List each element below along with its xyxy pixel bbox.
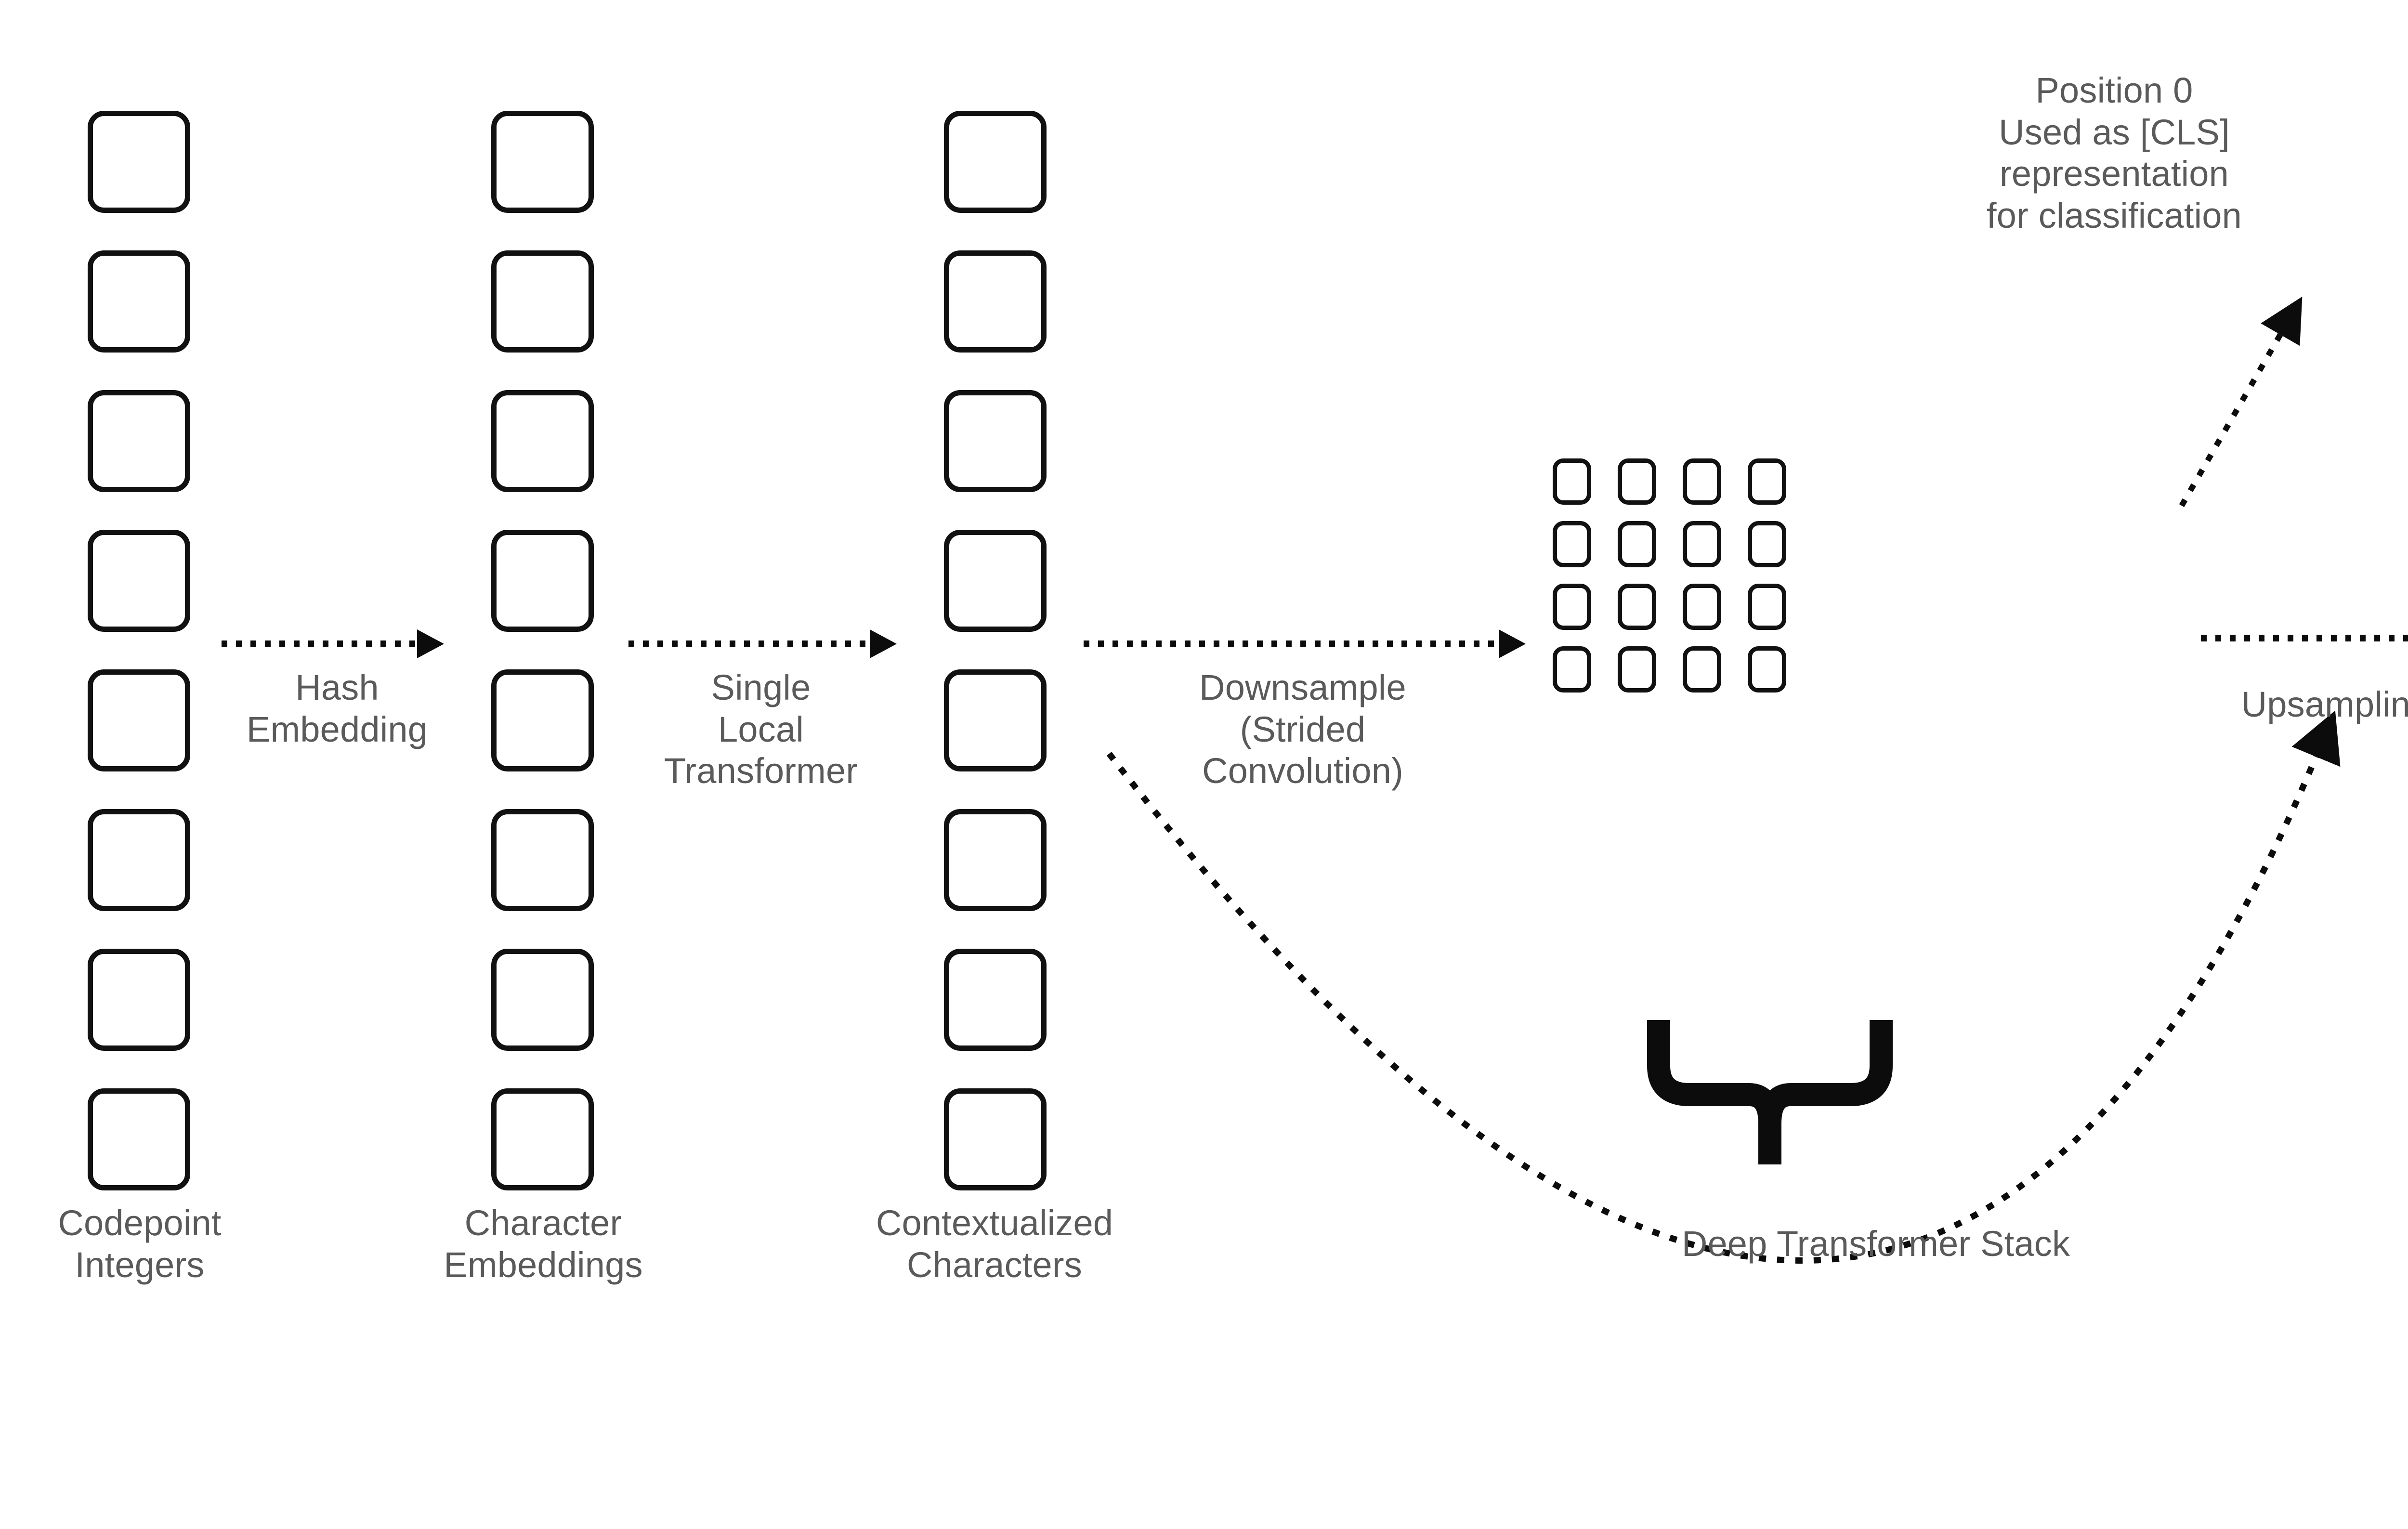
token-box-codepoint-integers: [88, 949, 190, 1051]
token-box-character-embeddings: [491, 111, 594, 213]
token-box-codepoint-integers: [88, 809, 190, 911]
token-box-character-embeddings: [491, 1088, 594, 1190]
transformer-cell: [1553, 646, 1591, 693]
transformer-cell: [1748, 458, 1786, 505]
transformer-cell: [1683, 521, 1721, 567]
transformer-cell: [1748, 584, 1786, 630]
transformer-cell: [1553, 458, 1591, 505]
token-box-character-embeddings: [491, 809, 594, 911]
token-box-character-embeddings: [491, 390, 594, 492]
arrow-label-arrow-hash-embedding: Hash Embedding: [246, 667, 428, 749]
token-box-character-embeddings: [491, 250, 594, 353]
token-box-contextualized-characters: [944, 809, 1047, 911]
token-box-codepoint-integers: [88, 1088, 190, 1190]
token-box-character-embeddings: [491, 669, 594, 771]
arrow-downsample: [1084, 629, 1526, 658]
token-box-contextualized-characters: [944, 1088, 1047, 1190]
token-box-contextualized-characters: [944, 111, 1047, 213]
token-box-contextualized-characters: [944, 949, 1047, 1051]
column-label-character-embeddings: Character Embeddings: [444, 1203, 643, 1285]
transformer-cell: [1748, 521, 1786, 567]
arrow-hash-embedding: [222, 629, 444, 658]
transformer-cell: [1748, 646, 1786, 693]
arrow-single-local-transformer: [628, 629, 897, 658]
token-box-codepoint-integers: [88, 669, 190, 771]
transformer-cell: [1553, 521, 1591, 567]
transformer-cell: [1618, 521, 1656, 567]
arrow-label-arrow-single-local-transformer: Single Local Transformer: [664, 667, 858, 791]
token-box-contextualized-characters: [944, 390, 1047, 492]
transformer-cell: [1683, 458, 1721, 505]
transformer-cell: [1618, 584, 1656, 630]
token-box-character-embeddings: [491, 949, 594, 1051]
arrow-label-arrow-upsampling: Upsampling: [2241, 684, 2408, 724]
transformer-cell: [1683, 584, 1721, 630]
token-box-character-embeddings: [491, 530, 594, 632]
transformer-cell: [1618, 458, 1656, 505]
cls-annotation-label: Position 0 Used as [CLS] representation …: [1986, 70, 2242, 235]
grid-caption: Deep Transformer Stack: [1681, 1224, 2070, 1264]
curly-brace-icon: [1647, 1020, 1893, 1164]
token-box-codepoint-integers: [88, 111, 190, 213]
column-label-contextualized-characters: Contextualized Characters: [876, 1203, 1113, 1285]
token-box-contextualized-characters: [944, 250, 1047, 353]
arrow-label-arrow-downsample: Downsample (Strided Convolution): [1199, 667, 1406, 791]
token-box-codepoint-integers: [88, 250, 190, 353]
token-box-codepoint-integers: [88, 390, 190, 492]
column-label-codepoint-integers: Codepoint Integers: [58, 1203, 222, 1285]
token-box-contextualized-characters: [944, 669, 1047, 771]
token-box-codepoint-integers: [88, 530, 190, 632]
token-box-contextualized-characters: [944, 530, 1047, 632]
transformer-cell: [1683, 646, 1721, 693]
transformer-cell: [1553, 584, 1591, 630]
arrow-upsampling: [2201, 635, 2408, 641]
transformer-cell: [1618, 646, 1656, 693]
